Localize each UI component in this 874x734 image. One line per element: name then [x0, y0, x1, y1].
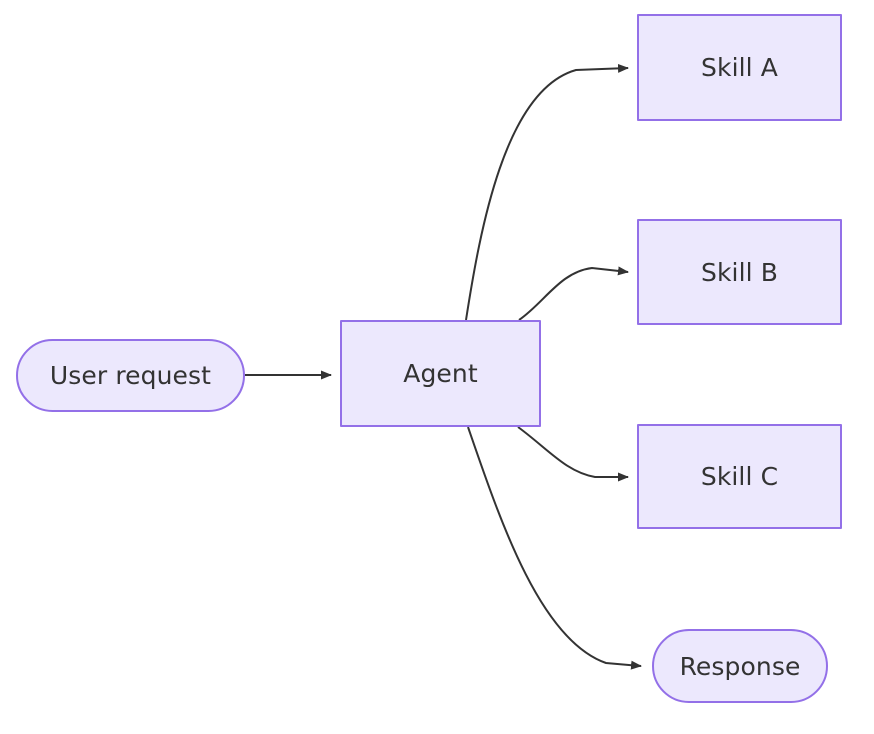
node-skill-c-label: Skill C: [700, 462, 779, 491]
node-skill-b-label: Skill B: [701, 257, 778, 287]
node-agent[interactable]: Agent: [340, 320, 541, 427]
node-skill-a[interactable]: Skill A: [637, 14, 842, 121]
edge-agent-to-skill-b: [518, 266, 629, 321]
edge-agent-to-response: [467, 426, 642, 670]
node-skill-b[interactable]: Skill B: [637, 219, 842, 325]
node-skill-c[interactable]: Skill C: [637, 424, 842, 529]
node-response-label: Response: [679, 651, 801, 681]
edge-agent-to-skill-a: [465, 63, 629, 321]
node-skill-a-label: Skill A: [701, 53, 778, 82]
node-user-request[interactable]: User request: [16, 339, 245, 412]
node-user-request-label: User request: [49, 361, 212, 390]
edge-agent-to-skill-c: [517, 426, 629, 482]
node-agent-label: Agent: [403, 359, 478, 388]
node-response[interactable]: Response: [652, 629, 828, 703]
